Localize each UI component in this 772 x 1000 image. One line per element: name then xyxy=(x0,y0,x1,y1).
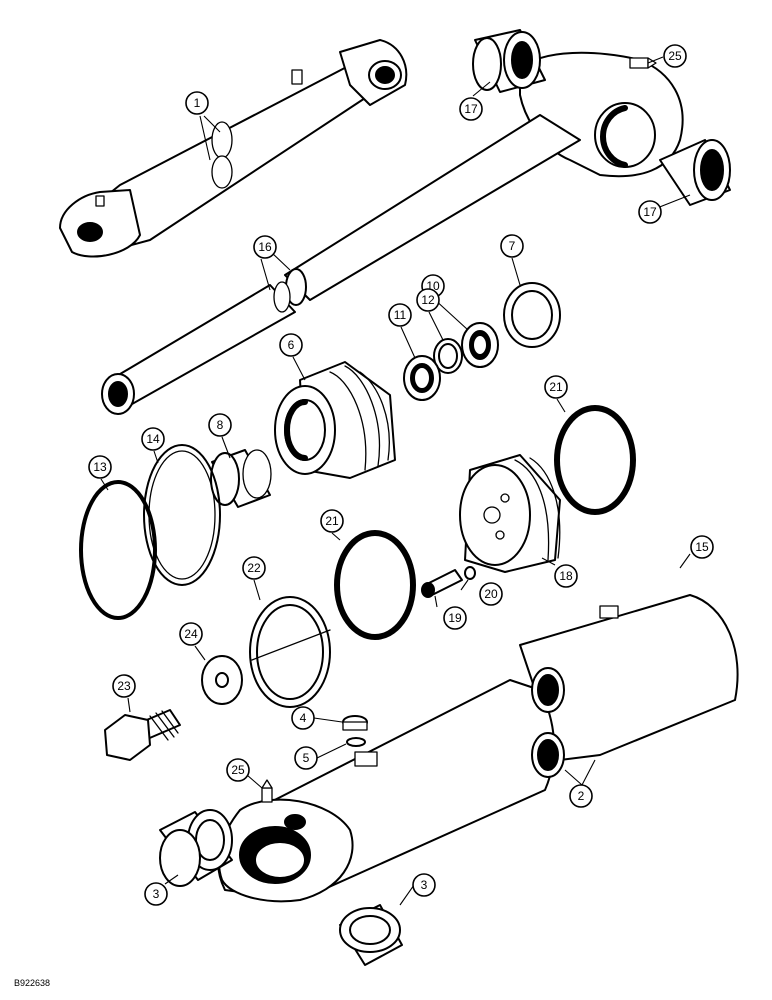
callout-16: 16 xyxy=(253,235,277,259)
grease-fitting-25-bottom xyxy=(261,779,273,803)
svg-text:17: 17 xyxy=(464,102,478,116)
callout-25-bottom: 25 xyxy=(226,758,250,782)
wear-ring-22 xyxy=(249,596,331,708)
callout-12: 12 xyxy=(416,288,440,312)
callout-4: 4 xyxy=(291,706,315,730)
callout-11: 11 xyxy=(388,303,412,327)
valve-19 xyxy=(421,569,463,598)
piston-seal-21-left xyxy=(334,530,416,640)
svg-text:3: 3 xyxy=(153,887,160,901)
bushing-3-bottom xyxy=(339,904,403,966)
svg-text:8: 8 xyxy=(217,418,224,432)
plug-4 xyxy=(342,715,368,731)
callout-6: 6 xyxy=(279,333,303,357)
svg-text:12: 12 xyxy=(421,293,435,307)
callout-15: 15 xyxy=(690,535,714,559)
svg-text:20: 20 xyxy=(484,587,498,601)
callout-8: 8 xyxy=(208,413,232,437)
callout-17-top: 17 xyxy=(459,97,483,121)
wiper-seal-7 xyxy=(503,282,561,348)
gland-6 xyxy=(274,361,396,479)
assembled-cylinder xyxy=(59,39,408,258)
svg-text:23: 23 xyxy=(117,679,131,693)
seal-11 xyxy=(403,355,441,401)
o-ring-13 xyxy=(79,480,157,620)
svg-text:25: 25 xyxy=(231,763,245,777)
callout-23: 23 xyxy=(112,674,136,698)
o-ring-5 xyxy=(346,737,366,747)
svg-text:7: 7 xyxy=(509,239,516,253)
bushing-17-right xyxy=(659,139,731,206)
callout-19: 19 xyxy=(443,606,467,630)
callout-20: 20 xyxy=(479,582,503,606)
svg-text:15: 15 xyxy=(695,540,709,554)
callout-3-left: 3 xyxy=(144,882,168,906)
callout-2: 2 xyxy=(569,784,593,808)
callout-21-right: 21 xyxy=(544,375,568,399)
o-ring-20 xyxy=(464,566,476,580)
bolt-23 xyxy=(104,709,181,761)
svg-text:19: 19 xyxy=(448,611,462,625)
svg-text:5: 5 xyxy=(303,751,310,765)
callout-14: 14 xyxy=(141,427,165,451)
callout-1: 1 xyxy=(185,91,209,115)
callout-22: 22 xyxy=(242,556,266,580)
svg-text:13: 13 xyxy=(93,460,107,474)
ring-12 xyxy=(433,338,463,374)
svg-text:22: 22 xyxy=(247,561,261,575)
bushing-3-left xyxy=(159,809,233,887)
svg-text:1: 1 xyxy=(194,96,201,110)
svg-text:24: 24 xyxy=(184,627,198,641)
svg-text:21: 21 xyxy=(325,514,339,528)
callout-7: 7 xyxy=(500,234,524,258)
svg-text:6: 6 xyxy=(288,338,295,352)
callout-21-left: 21 xyxy=(320,509,344,533)
cylinder-barrel xyxy=(217,594,739,903)
svg-text:17: 17 xyxy=(643,205,657,219)
bushing-17-top xyxy=(472,29,546,93)
callout-25-top: 25 xyxy=(663,44,687,68)
piston-18 xyxy=(459,454,561,573)
callout-18: 18 xyxy=(554,564,578,588)
svg-text:18: 18 xyxy=(559,569,573,583)
backup-ring-14 xyxy=(143,444,221,586)
callout-13: 13 xyxy=(88,455,112,479)
svg-text:21: 21 xyxy=(549,380,563,394)
svg-text:14: 14 xyxy=(146,432,160,446)
callout-24: 24 xyxy=(179,622,203,646)
svg-text:25: 25 xyxy=(668,49,682,63)
callout-17-right: 17 xyxy=(638,200,662,224)
svg-text:11: 11 xyxy=(394,308,407,322)
washer-24 xyxy=(201,655,243,705)
svg-text:3: 3 xyxy=(421,878,428,892)
callout-3-bottom: 3 xyxy=(412,873,436,897)
svg-text:2: 2 xyxy=(578,789,585,803)
seal-10 xyxy=(461,322,499,368)
svg-text:4: 4 xyxy=(300,711,307,725)
svg-text:16: 16 xyxy=(258,240,272,254)
callout-5: 5 xyxy=(294,746,318,770)
piston-seal-21-right xyxy=(554,405,636,515)
piston-rod-eye xyxy=(101,51,684,415)
drawing-code: B922638 xyxy=(14,978,50,988)
